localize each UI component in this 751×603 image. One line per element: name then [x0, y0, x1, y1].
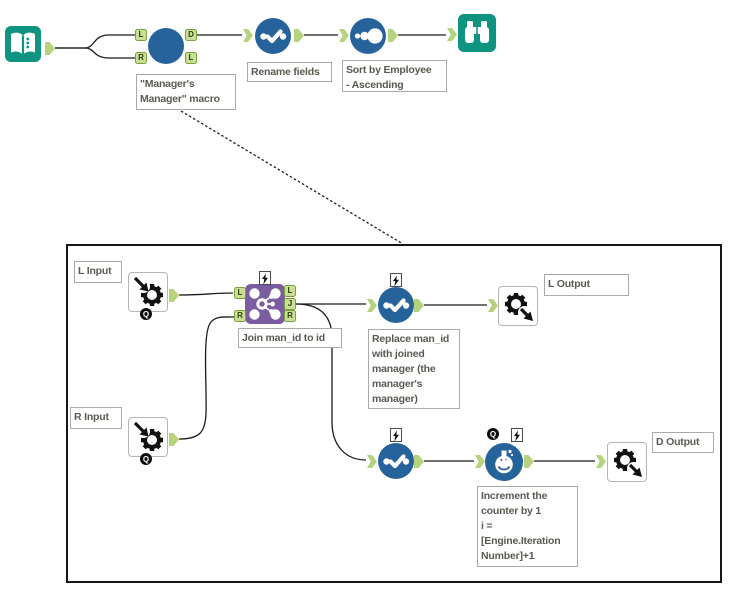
formula-input-anchor[interactable]	[475, 455, 485, 468]
macro-input-anchor-r[interactable]: R	[135, 52, 147, 64]
question-badge: Q	[140, 308, 152, 320]
book-icon	[11, 32, 35, 55]
l-input-label[interactable]: L Input	[74, 261, 122, 283]
input-data-tool[interactable]	[5, 26, 41, 62]
increment-annotation[interactable]: Increment the counter by 1 i = [Engine.I…	[477, 486, 578, 567]
macro-output-anchor-d[interactable]: D	[185, 29, 197, 41]
question-badge: Q	[487, 428, 499, 440]
anchor-letter-text: L	[138, 30, 144, 39]
macro-annotation[interactable]: "Manager's Manager" macro	[136, 74, 236, 110]
join-output-anchor-j[interactable]: J	[284, 298, 296, 310]
replace-output-anchor[interactable]	[414, 299, 424, 312]
lightning-badge	[390, 273, 402, 287]
wire-input-to-macro-l	[55, 34, 135, 49]
join-tool[interactable]	[245, 284, 285, 324]
anchor-letter-text: L	[188, 53, 194, 62]
lightning-icon	[514, 430, 520, 442]
macro-output-left-tool[interactable]	[498, 286, 538, 326]
join-hub-icon	[249, 288, 281, 320]
binoculars-icon	[465, 21, 489, 43]
anchor-letter-text: R	[138, 53, 144, 62]
join-input-anchor-l[interactable]: L	[234, 287, 246, 299]
sort-input-anchor[interactable]	[339, 29, 349, 42]
anchor-letter-text: R	[237, 311, 243, 320]
macro-output-gear-icon	[505, 293, 533, 321]
macro-canvas-box	[66, 244, 722, 583]
r-input-output-anchor[interactable]	[169, 433, 179, 446]
counter-formula-tool[interactable]	[485, 443, 523, 481]
anchor-letter-text: R	[287, 311, 293, 320]
rename-fields-tool[interactable]	[255, 18, 291, 54]
join-annotation[interactable]: Join man_id to id	[238, 328, 342, 348]
select-check-icon	[260, 29, 287, 44]
l-output-label[interactable]: L Output	[544, 274, 629, 296]
join-output-anchor-l[interactable]: L	[284, 285, 296, 297]
l-input-output-anchor[interactable]	[169, 289, 179, 302]
bottom-select-tool[interactable]	[378, 443, 414, 479]
managers-manager-macro-tool[interactable]	[148, 28, 184, 64]
bottom-select-output-anchor[interactable]	[414, 455, 424, 468]
anchor-letter-text: D	[188, 30, 194, 39]
sort-annotation[interactable]: Sort by Employee - Ascending	[342, 60, 447, 92]
rename-annotation[interactable]: Rename fields	[247, 62, 332, 82]
macro-input-gear-icon	[133, 276, 163, 306]
rename-output-anchor[interactable]	[294, 29, 304, 42]
sort-dots-icon	[354, 28, 383, 44]
q-badge-text: Q	[489, 429, 497, 439]
q-badge-text: Q	[142, 309, 150, 319]
lightning-badge	[259, 271, 271, 285]
sort-tool[interactable]	[350, 18, 386, 54]
join-output-anchor-r[interactable]: R	[284, 310, 296, 322]
browse-tool[interactable]	[458, 14, 496, 52]
macro-input-right-tool[interactable]	[128, 417, 168, 457]
question-badge: Q	[140, 453, 152, 465]
anchor-letter-text: L	[237, 288, 243, 297]
macro-output-gear-icon	[614, 449, 642, 477]
sort-output-anchor[interactable]	[388, 29, 398, 42]
replace-input-anchor[interactable]	[367, 299, 377, 312]
input-data-output-anchor[interactable]	[45, 42, 55, 55]
anchor-letter-text: L	[287, 286, 293, 295]
macro-output-anchor-l[interactable]: L	[185, 52, 197, 64]
l-output-input-anchor[interactable]	[488, 299, 498, 312]
r-input-label[interactable]: R Input	[70, 407, 122, 429]
macro-input-left-tool[interactable]	[128, 272, 168, 312]
q-badge-text: Q	[142, 454, 150, 464]
lightning-badge	[390, 428, 402, 442]
macro-expansion-line	[180, 110, 404, 245]
lightning-badge	[511, 428, 523, 442]
formula-output-anchor[interactable]	[524, 455, 534, 468]
d-output-label[interactable]: D Output	[652, 432, 714, 453]
lightning-icon	[393, 275, 399, 287]
flask-icon	[495, 449, 514, 474]
rename-input-anchor[interactable]	[243, 29, 253, 42]
macro-input-gear-icon	[133, 421, 163, 451]
select-check-icon	[383, 298, 410, 313]
join-input-anchor-r[interactable]: R	[234, 310, 246, 322]
d-output-input-anchor[interactable]	[596, 455, 606, 468]
macro-output-d-tool[interactable]	[607, 442, 647, 482]
anchor-letter-text: J	[287, 299, 293, 308]
lightning-icon	[262, 273, 268, 285]
browse-input-anchor[interactable]	[447, 28, 457, 41]
bottom-select-input-anchor[interactable]	[367, 455, 377, 468]
replace-select-tool[interactable]	[378, 287, 414, 323]
wire-input-to-macro-r	[55, 47, 135, 59]
replace-annotation[interactable]: Replace man_id with joined manager (the …	[368, 329, 460, 409]
select-check-icon	[383, 454, 410, 469]
macro-input-anchor-l[interactable]: L	[135, 29, 147, 41]
lightning-icon	[393, 430, 399, 442]
